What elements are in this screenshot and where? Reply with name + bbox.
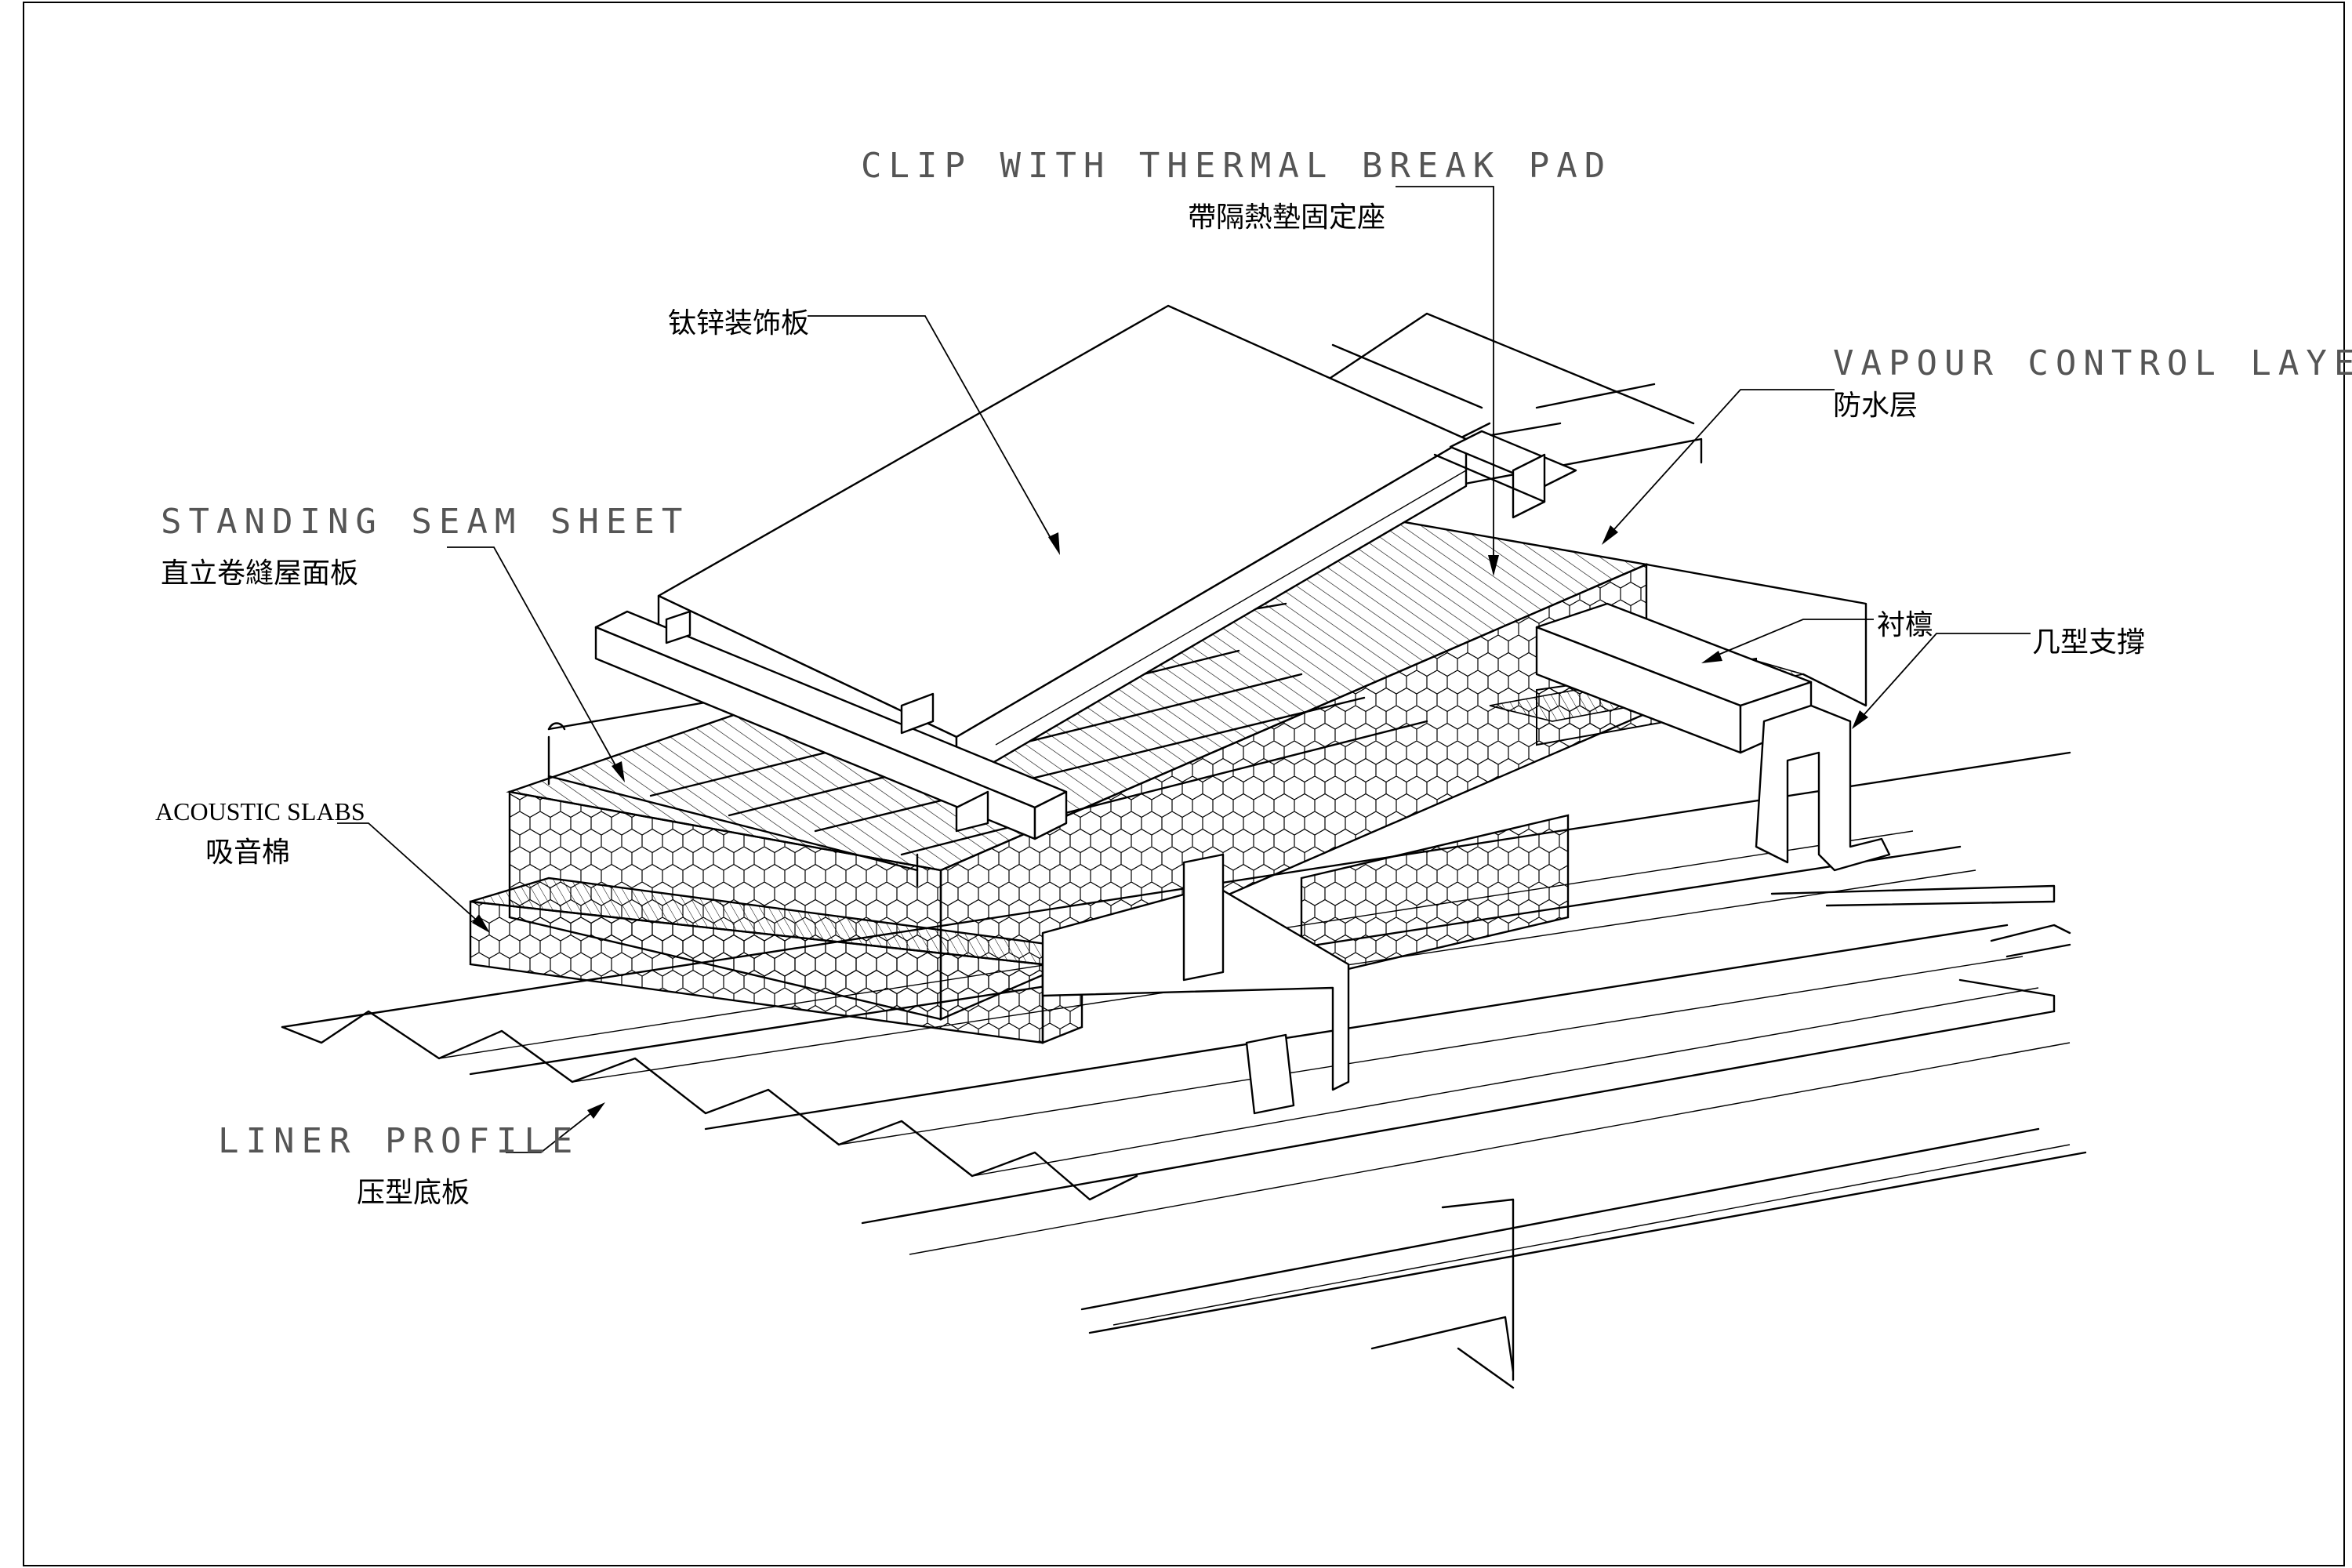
omega-bracket-right [1755,704,1891,872]
label-vapour-cn: 防水层 [1833,390,1918,422]
label-vapour-en: VAPOUR CONTROL LAYER [1833,343,2352,383]
omega-bracket-left [1041,853,1350,1115]
leader-lines [337,186,2031,1153]
support-rails [594,343,1577,840]
label-liner-cn: 压型底板 [357,1177,470,1209]
label-bracket-cn: 几型支撐 [2032,626,2146,659]
label-acoustic-en: ACOUSTIC SLABS [155,797,365,826]
label-purlin-cn: 衬檩 [1877,609,1934,641]
label-titanium-cn: 钛锌装饰板 [668,307,810,339]
label-acoustic-cn: 吸音棉 [205,837,291,869]
label-liner-en: LINER PROFILE [218,1121,580,1161]
label-clip-en: CLIP WITH THERMAL BREAK PAD [861,146,1613,186]
drawing-frame [23,2,2345,1566]
label-standing-en: STANDING SEAM SHEET [161,502,690,542]
label-clip-cn: 帶隔熱墊固定座 [1188,201,1386,234]
label-standing-cn: 直立卷縫屋面板 [161,557,359,590]
